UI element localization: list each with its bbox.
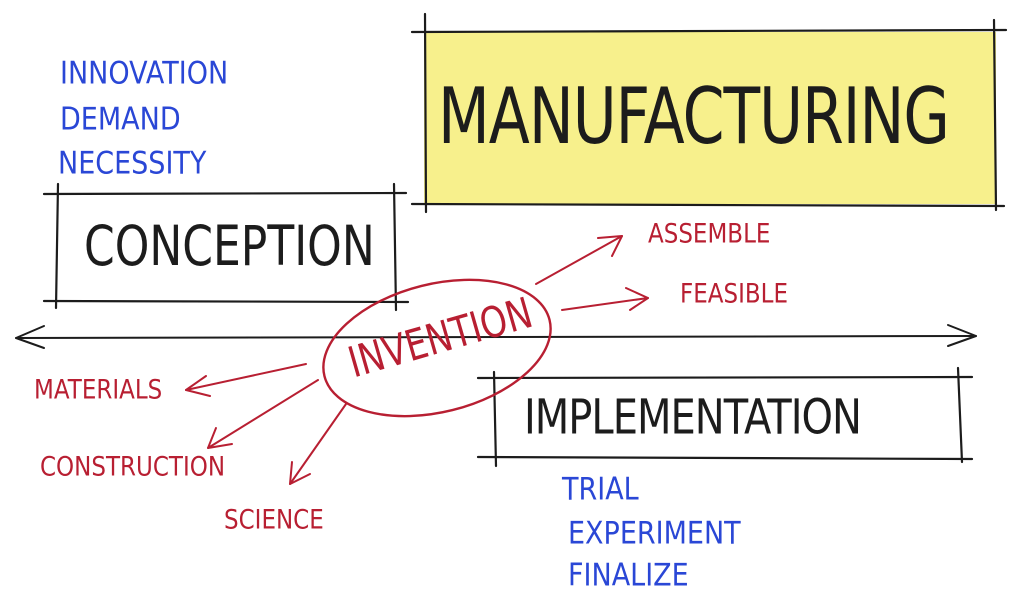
arrow-to-feasible: [561, 287, 649, 311]
arrow-to-assemble: [535, 235, 623, 285]
arrow-to-construction: [207, 379, 319, 449]
branch-assemble: ASSEMBLE: [648, 219, 771, 250]
branch-materials: MATERIALS: [34, 375, 163, 406]
manufacturing-box-fill: [424, 32, 996, 204]
invention-ellipse: [322, 278, 552, 418]
conception-note-necessity: NECESSITY: [58, 145, 207, 182]
conception-note-innovation: INNOVATION: [60, 55, 229, 92]
conception-note-demand: DEMAND: [60, 101, 181, 138]
branch-science: SCIENCE: [224, 505, 324, 536]
timeline-arrow: [15, 324, 977, 349]
implementation-label: IMPLEMENTATION: [524, 390, 862, 446]
implementation-note-trial: TRIAL: [562, 471, 639, 508]
manufacturing-title: MANUFACTURING: [438, 71, 950, 163]
conception-label: CONCEPTION: [84, 215, 375, 279]
arrow-to-science: [289, 403, 347, 485]
implementation-box-frame: [476, 366, 974, 468]
arrow-to-materials: [185, 363, 307, 397]
branch-construction: CONSTRUCTION: [40, 452, 226, 483]
implementation-note-experiment: EXPERIMENT: [568, 515, 741, 552]
implementation-note-finalize: FINALIZE: [568, 557, 689, 594]
branch-feasible: FEASIBLE: [680, 279, 789, 310]
manufacturing-box-frame: [410, 12, 1008, 214]
conception-box-frame: [42, 182, 410, 312]
